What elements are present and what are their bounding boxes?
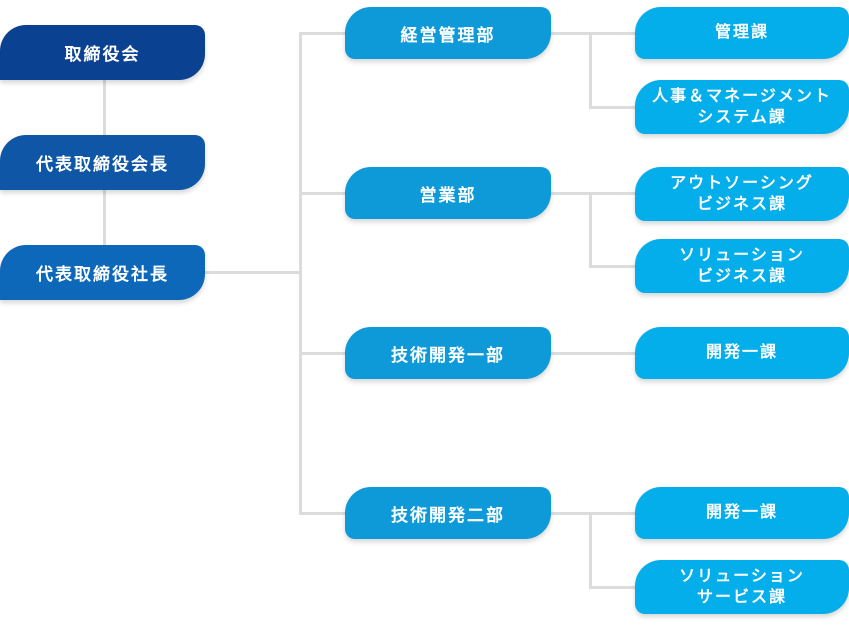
connector-eigyo-outsource xyxy=(551,192,635,195)
org-node-hr-management-system-section: 人事＆マネージメント システム課 xyxy=(635,80,849,134)
connector-keiei-sub-vertical xyxy=(589,32,592,109)
label-line: 人事＆マネージメント xyxy=(652,87,832,105)
label-line: サービス課 xyxy=(696,589,787,606)
connector-chairman-president xyxy=(103,190,106,245)
org-node-tech-development-dept-1: 技術開発一部 xyxy=(345,327,551,379)
label-line: ソリューション xyxy=(679,567,805,585)
connector-gijutsu2-solsvc xyxy=(589,586,635,589)
org-node-representative-president: 代表取締役社長 xyxy=(0,245,205,300)
label-line: 管理課 xyxy=(714,24,769,42)
connector-branch-gijutsu2 xyxy=(299,512,346,515)
connector-trunk xyxy=(299,32,302,515)
org-node-development-section-1: 開発一課 xyxy=(635,327,849,379)
org-node-development-section-1-dept2: 開発一課 xyxy=(635,487,849,539)
label-line: システム課 xyxy=(697,109,787,126)
org-node-management-administration-dept: 経営管理部 xyxy=(345,7,551,59)
connector-board-chairman xyxy=(103,80,106,135)
label-line: 開発一課 xyxy=(705,504,778,522)
label-line: アウトソーシング xyxy=(670,174,814,192)
connector-gijutsu2-sub-vertical xyxy=(589,512,592,589)
org-node-solution-service-section: ソリューション サービス課 xyxy=(635,560,849,614)
org-node-sales-dept: 営業部 xyxy=(345,167,551,219)
connector-branch-gijutsu1 xyxy=(299,352,346,355)
label-line: ビジネス課 xyxy=(696,196,787,213)
connector-gijutsu2-kaihatsu xyxy=(551,512,635,515)
connector-branch-eigyo xyxy=(299,192,346,195)
connector-branch-keiei xyxy=(299,32,346,35)
connector-eigyo-solbiz xyxy=(589,265,635,268)
label-line: ソリューション xyxy=(679,246,805,264)
connector-keiei-jinji xyxy=(589,106,635,109)
org-node-tech-development-dept-2: 技術開発二部 xyxy=(345,487,551,539)
org-node-board-of-directors: 取締役会 xyxy=(0,25,205,80)
org-node-representative-chairman: 代表取締役会長 xyxy=(0,135,205,190)
label-line: ビジネス課 xyxy=(696,268,787,285)
org-node-admin-section: 管理課 xyxy=(635,7,849,59)
org-node-outsourcing-business-section: アウトソーシング ビジネス課 xyxy=(635,167,849,221)
label-line: 開発一課 xyxy=(705,344,778,362)
org-node-solution-business-section: ソリューション ビジネス課 xyxy=(635,239,849,293)
connector-keiei-kanrika xyxy=(551,32,635,35)
connector-eigyo-sub-vertical xyxy=(589,192,592,268)
connector-gijutsu1-kaihatsu xyxy=(551,352,635,355)
connector-president-trunk xyxy=(205,271,302,274)
